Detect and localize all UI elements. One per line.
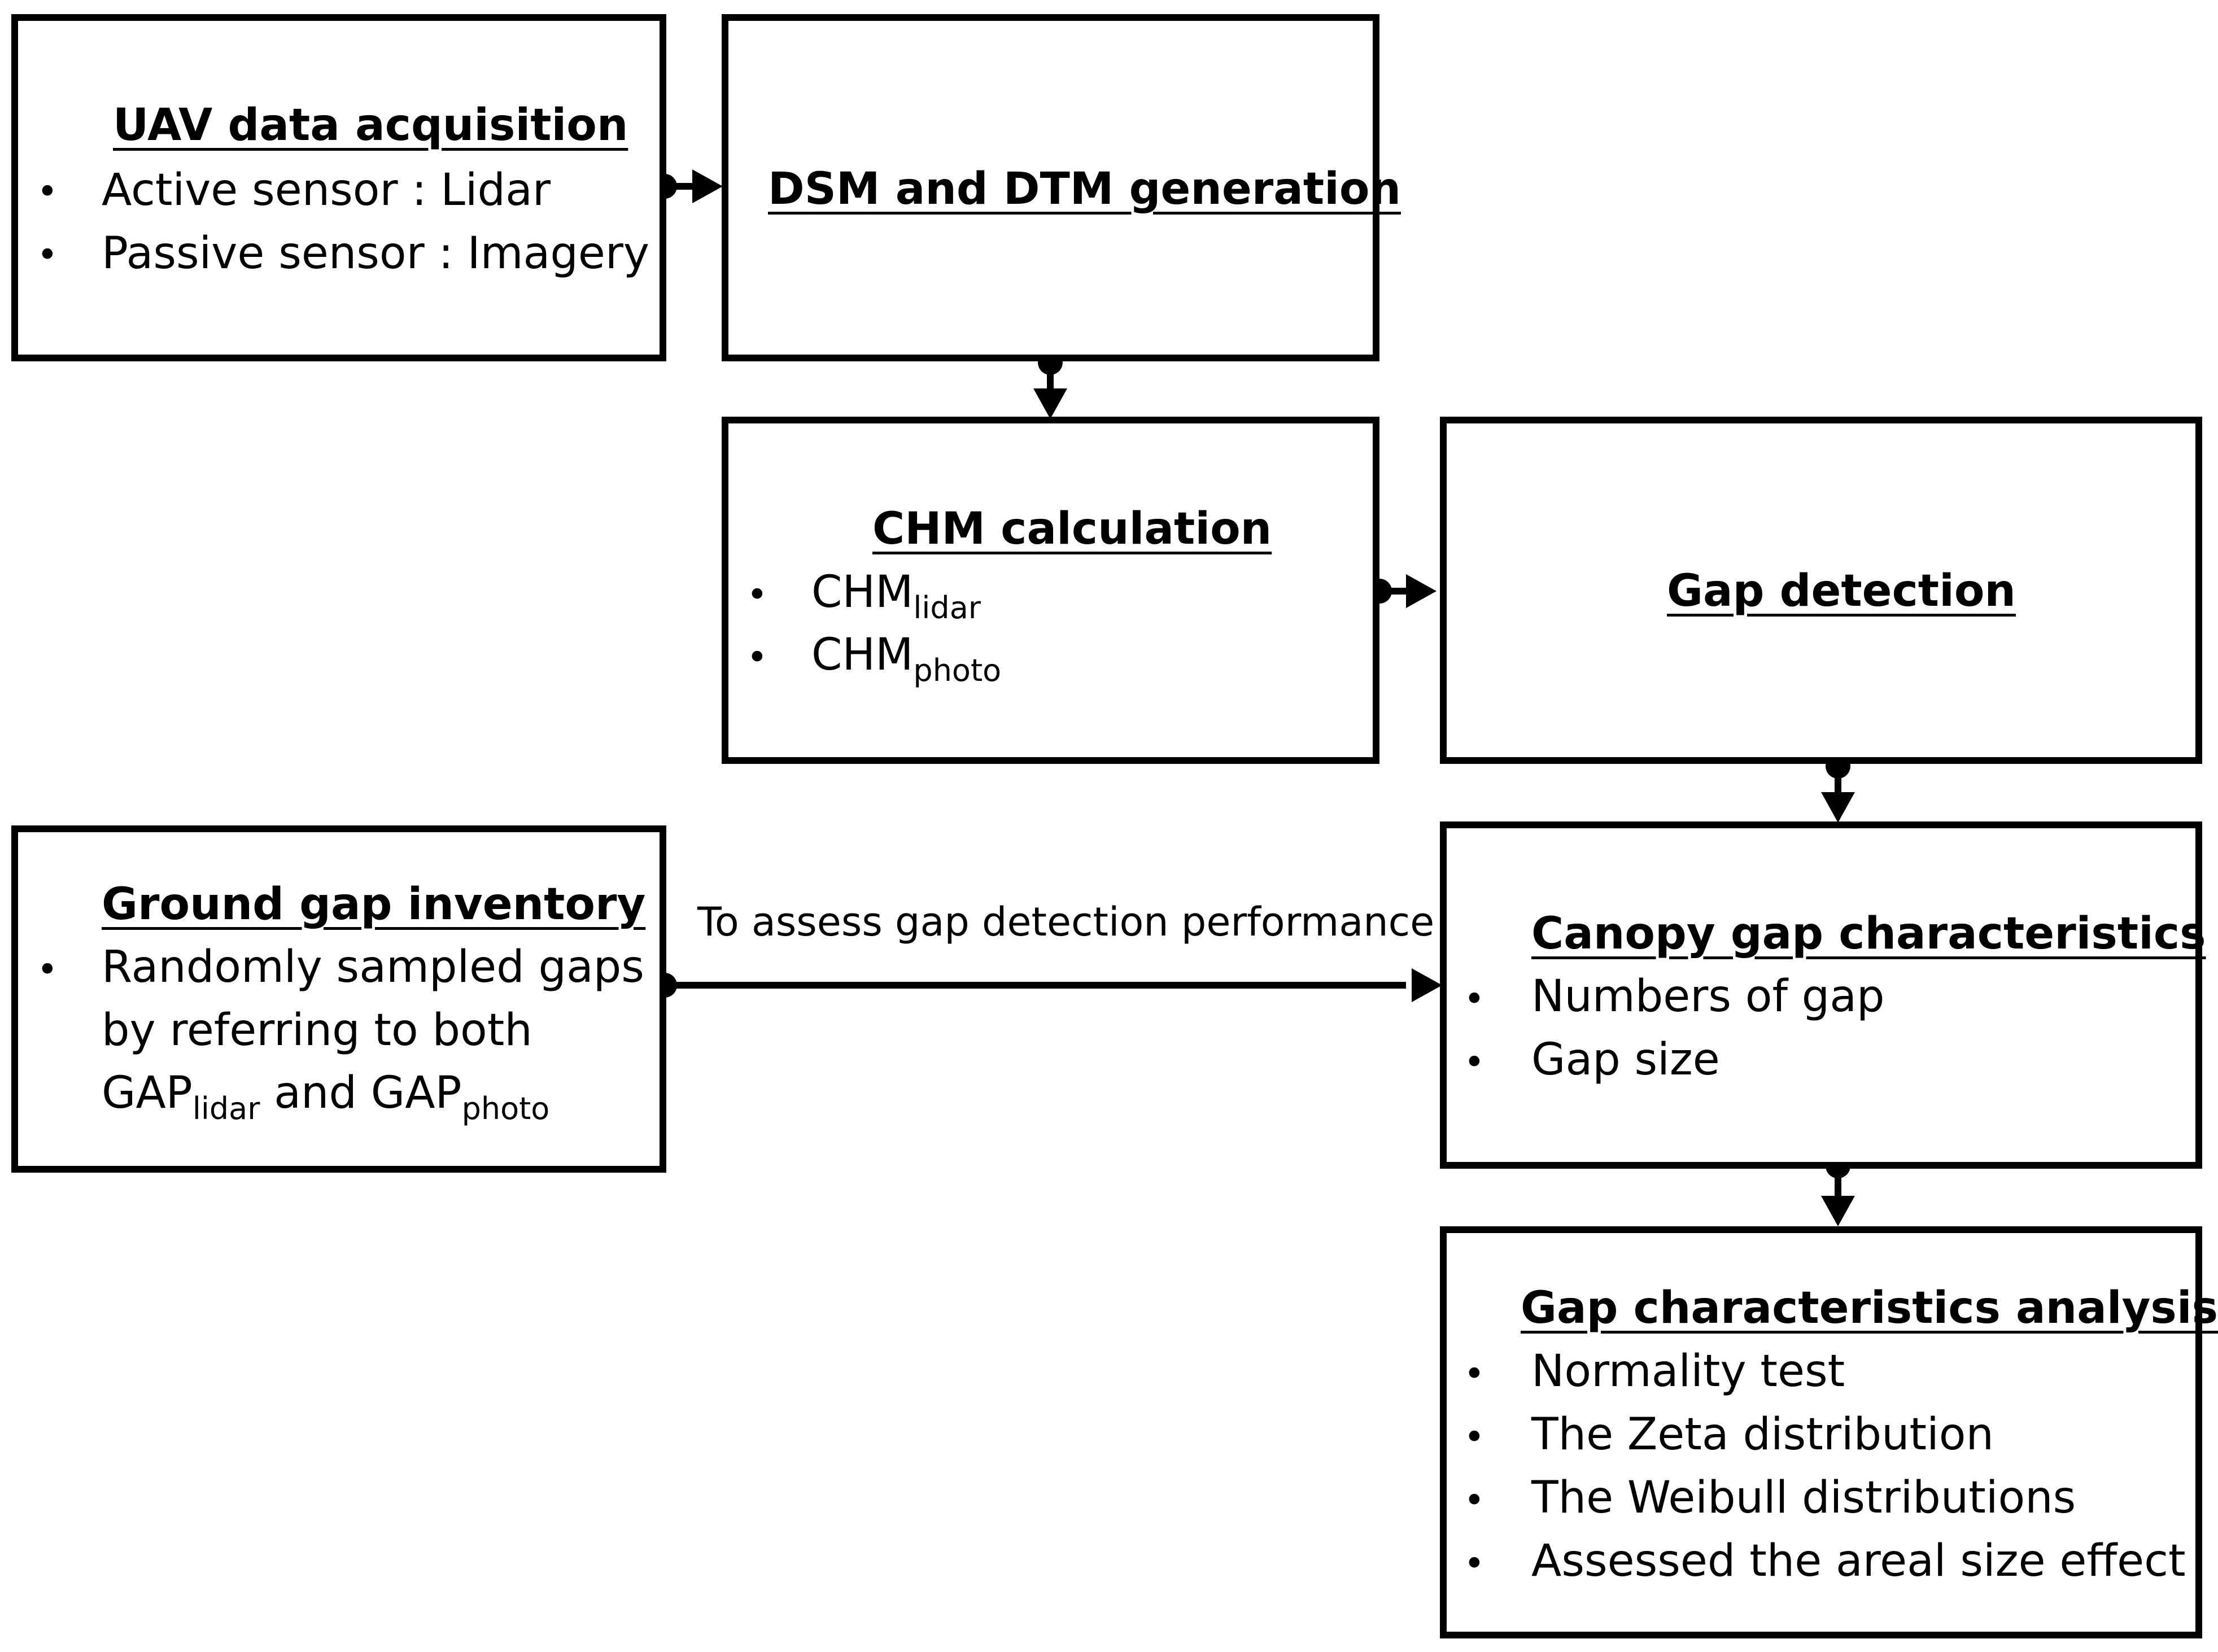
bullet-dot-icon: •: [1464, 1042, 1485, 1083]
node-title: Gap characteristics analysis: [1521, 1283, 2218, 1334]
chm-base-text: CHM: [811, 567, 914, 618]
node-dsm-dtm-generation: [722, 14, 1379, 361]
list-item: Randomly sampled gaps: [102, 942, 644, 993]
list-item-continued: GAPlidar and GAPphoto: [102, 1068, 549, 1124]
list-item: Normality test: [1531, 1346, 1845, 1397]
gap-subscript: lidar: [192, 1091, 260, 1126]
bullet-dot-icon: •: [1464, 1543, 1485, 1585]
chm-base-text: CHM: [811, 630, 914, 680]
bullet-dot-icon: •: [1464, 1353, 1485, 1395]
node-title: DSM and DTM generation: [768, 164, 1401, 215]
bullet-dot-icon: •: [37, 949, 58, 991]
edge-label-assess-performance: To assess gap detection performance: [697, 899, 1435, 945]
list-item: Gap size: [1531, 1034, 1720, 1085]
bullet-dot-icon: •: [37, 234, 58, 276]
bullet-dot-icon: •: [1464, 978, 1485, 1020]
gap-subscript: photo: [461, 1091, 550, 1126]
bullet-dot-icon: •: [1464, 1417, 1485, 1458]
node-title: Ground gap inventory: [102, 879, 646, 930]
list-item: CHMlidar: [811, 570, 981, 623]
gap-base-text: GAP: [102, 1068, 193, 1118]
list-item: The Weibull distributions: [1531, 1472, 2076, 1523]
bullet-dot-icon: •: [746, 574, 768, 616]
node-title: CHM calculation: [872, 504, 1272, 554]
node-canopy-gap-characteristics: [1440, 821, 2202, 1169]
arrowhead-icon: [1033, 388, 1067, 419]
node-gap-characteristics-analysis: [1440, 1226, 2202, 1638]
arrowhead-icon: [1821, 792, 1855, 823]
list-item: CHMphoto: [811, 630, 1001, 686]
chm-subscript: lidar: [913, 590, 981, 626]
node-gap-detection: [1440, 417, 2202, 764]
node-title: UAV data acquisition: [113, 100, 628, 151]
node-chm-calculation: [722, 417, 1379, 764]
list-item: Passive sensor : Imagery: [102, 228, 650, 279]
arrowhead-icon: [1406, 574, 1437, 608]
arrowhead-icon: [1821, 1196, 1855, 1226]
chm-subscript: photo: [913, 653, 1002, 688]
list-item: Active sensor : Lidar: [102, 165, 551, 216]
node-ground-gap-inventory: [11, 825, 666, 1173]
gap-base-text: and GAP: [260, 1068, 462, 1118]
list-item: Numbers of gap: [1531, 971, 1885, 1022]
list-item-continued: by referring to both: [102, 1005, 532, 1056]
arrowhead-icon: [1412, 968, 1442, 1002]
bullet-dot-icon: •: [1464, 1480, 1485, 1522]
list-item: The Zeta distribution: [1531, 1409, 1994, 1460]
arrowhead-icon: [692, 169, 723, 203]
node-title: Gap detection: [1667, 566, 2016, 617]
list-item: Assessed the areal size effect: [1531, 1536, 2186, 1587]
bullet-dot-icon: •: [746, 637, 768, 679]
node-title: Canopy gap characteristics: [1531, 908, 2206, 959]
node-uav-data-acquisition: [11, 14, 666, 361]
bullet-dot-icon: •: [37, 171, 58, 213]
